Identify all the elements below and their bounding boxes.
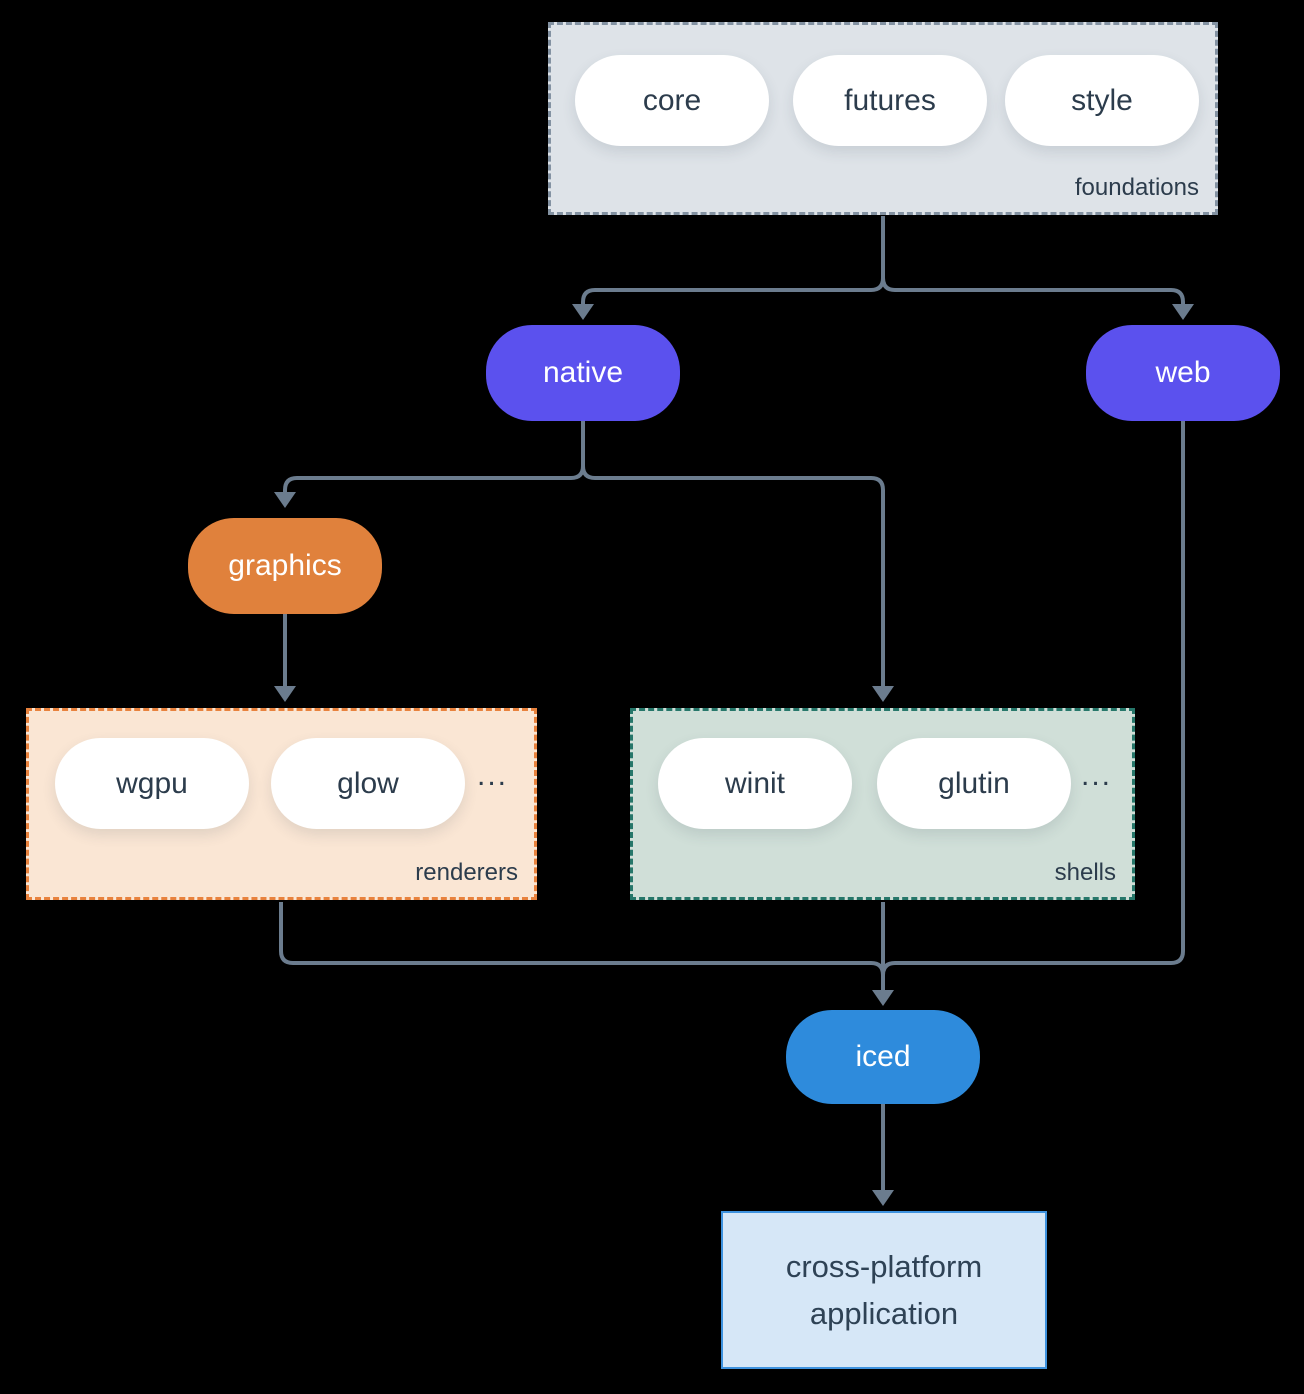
node-winit: winit	[658, 738, 852, 829]
shells-label: shells	[1054, 859, 1116, 886]
foundations-group: core futures style foundations	[548, 22, 1218, 215]
node-style: style	[1005, 55, 1199, 146]
arrowhead-native	[572, 304, 594, 320]
node-wgpu: wgpu	[55, 738, 249, 829]
arrowhead-iced	[872, 990, 894, 1006]
renderers-ellipsis: ...	[477, 759, 509, 792]
node-graphics: graphics	[188, 518, 382, 614]
shells-ellipsis: ...	[1081, 759, 1113, 792]
arrowhead-application	[872, 1190, 894, 1206]
renderers-label: renderers	[415, 859, 518, 886]
node-futures: futures	[793, 55, 987, 146]
shells-group: winit glutin ... shells	[630, 708, 1135, 900]
arrowhead-shells	[872, 686, 894, 702]
arrowhead-web	[1172, 304, 1194, 320]
node-web: web	[1086, 325, 1280, 421]
edge-foundations-to-native	[581, 216, 885, 306]
node-glutin: glutin	[877, 738, 1071, 829]
edge-native-to-graphics	[283, 421, 585, 494]
edge-foundations-to-web	[881, 216, 1185, 306]
node-core: core	[575, 55, 769, 146]
renderers-group: wgpu glow ... renderers	[26, 708, 537, 900]
edge-renderers-to-merge	[279, 902, 885, 976]
edge-native-to-shells	[581, 421, 885, 688]
node-cross-platform-application: cross-platform application	[721, 1211, 1047, 1369]
node-glow: glow	[271, 738, 465, 829]
arrowhead-renderers	[274, 686, 296, 702]
foundations-label: foundations	[1074, 174, 1199, 201]
arrowhead-graphics	[274, 492, 296, 508]
node-iced: iced	[786, 1010, 980, 1104]
node-native: native	[486, 325, 680, 421]
